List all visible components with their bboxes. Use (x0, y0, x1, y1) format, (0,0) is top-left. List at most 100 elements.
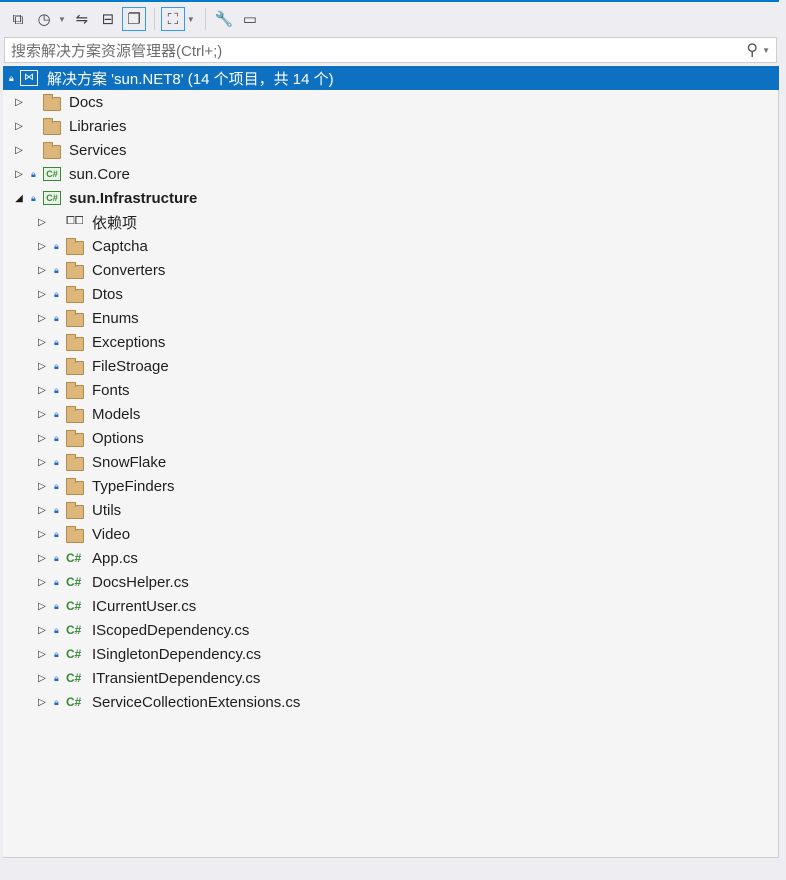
properties-button[interactable]: 🔧 (212, 7, 236, 31)
lock-icon: 🔒︎ (54, 264, 59, 275)
search-input[interactable]: 搜索解决方案资源管理器(Ctrl+;) ⚲ ▼ (4, 37, 777, 63)
collapsed-arrow-icon[interactable]: ▷ (38, 480, 46, 492)
show-all-files-button[interactable]: ❐ (121, 7, 146, 31)
tree-item-label: Options (92, 429, 144, 447)
tree-item-dependencies[interactable]: ▷⧠⧠依赖项 (3, 210, 779, 234)
lock-icon: 🔒︎ (54, 288, 59, 299)
search-options-dropdown-icon[interactable]: ▼ (762, 45, 770, 55)
chevron-down-icon[interactable]: ▼ (58, 14, 66, 24)
folder-icon (66, 430, 84, 447)
collapsed-arrow-icon[interactable]: ▷ (38, 360, 46, 372)
collapsed-arrow-icon[interactable]: ▷ (38, 648, 46, 660)
tree-item-file[interactable]: ▷🔒︎C#ICurrentUser.cs (3, 594, 779, 618)
tree-item-file[interactable]: ▷🔒︎C#ISingletonDependency.cs (3, 642, 779, 666)
folder-icon (66, 502, 84, 519)
hierarchy-icon: ⛶ (167, 10, 179, 28)
folder-icon (66, 238, 84, 255)
pending-changes-filter-button[interactable]: ◷ (32, 7, 56, 31)
collapsed-arrow-icon[interactable]: ▷ (38, 264, 46, 276)
folder-icon (43, 142, 61, 159)
collapsed-arrow-icon[interactable]: ▷ (38, 696, 46, 708)
tree-item-project[interactable]: ▷🔒︎C#sun.Core (3, 162, 779, 186)
tree-item-folder[interactable]: ▷Libraries (3, 114, 779, 138)
lock-icon: 🔒︎ (54, 624, 59, 635)
tree-item-folder[interactable]: ▷Services (3, 138, 779, 162)
tree-item-folder[interactable]: ▷ 🔒︎ Utils (3, 498, 779, 522)
lock-icon: 🔒︎ (54, 504, 59, 515)
lock-icon: 🔒︎ (54, 432, 59, 443)
tree-item-label: Models (92, 405, 141, 423)
tree-item-folder[interactable]: ▷ 🔒︎ Options (3, 426, 779, 450)
collapsed-arrow-icon[interactable]: ▷ (38, 240, 46, 252)
tree-item-folder[interactable]: ▷Docs (3, 90, 779, 114)
tree-item-folder[interactable]: ▷🔒︎TypeFinders (3, 474, 779, 498)
tree-item-folder[interactable]: ▷🔒︎Models (3, 402, 779, 426)
tree-item-label: ServiceCollectionExtensions.cs (92, 693, 301, 711)
collapsed-arrow-icon[interactable]: ▷ (38, 216, 46, 228)
preview-selected-button[interactable]: ▭ (238, 7, 262, 31)
collapsed-arrow-icon[interactable]: ▷ (38, 456, 46, 468)
csharp-file-icon: C# (66, 623, 82, 637)
collapse-all-button[interactable]: ⊟ (96, 7, 120, 31)
tree-item-folder[interactable]: ▷🔒︎Video (3, 522, 779, 546)
tree-item-folder[interactable]: ▷🔒︎Captcha (3, 234, 779, 258)
tree-item-folder[interactable]: ▷🔒︎FileStroage (3, 354, 779, 378)
collapsed-arrow-icon[interactable]: ▷ (15, 144, 23, 156)
collapsed-arrow-icon[interactable]: ▷ (38, 600, 46, 612)
tree-item-folder[interactable]: ▷🔒︎SnowFlake (3, 450, 779, 474)
folder-icon (66, 310, 84, 327)
collapsed-arrow-icon[interactable]: ▷ (38, 624, 46, 636)
collapsed-arrow-icon[interactable]: ▷ (38, 432, 46, 444)
collapsed-arrow-icon[interactable]: ▷ (15, 168, 23, 180)
tree-item-project[interactable]: ◢🔒︎C#sun.Infrastructure (3, 186, 779, 210)
tree-item-folder[interactable]: ▷🔒︎Exceptions (3, 330, 779, 354)
expanded-arrow-icon[interactable]: ◢ (15, 192, 23, 204)
switch-views-button[interactable]: ⧉ (6, 7, 30, 31)
solution-tree: 🔒︎⋈解决方案 'sun.NET8' (14 个项目，共 14 个)▷Docs▷… (3, 65, 779, 858)
tree-item-folder[interactable]: ▷🔒︎Enums (3, 306, 779, 330)
tree-item-label: App.cs (92, 549, 138, 567)
collapsed-arrow-icon[interactable]: ▷ (38, 552, 46, 564)
collapsed-arrow-icon[interactable]: ▷ (38, 288, 46, 300)
tree-item-label: Utils (92, 501, 122, 519)
folder-icon (66, 406, 84, 423)
collapsed-arrow-icon[interactable]: ▷ (38, 312, 46, 324)
search-placeholder: 搜索解决方案资源管理器(Ctrl+;) (11, 42, 223, 60)
collapsed-arrow-icon[interactable]: ▷ (15, 96, 23, 108)
tree-item-label: Exceptions (92, 333, 166, 351)
collapsed-arrow-icon[interactable]: ▷ (38, 672, 46, 684)
tree-item-solution[interactable]: 🔒︎⋈解决方案 'sun.NET8' (14 个项目，共 14 个) (3, 66, 779, 90)
folder-icon (66, 358, 84, 375)
tree-item-file[interactable]: ▷🔒︎C#IScopedDependency.cs (3, 618, 779, 642)
tree-item-folder[interactable]: ▷🔒︎Dtos (3, 282, 779, 306)
tree-item-folder[interactable]: ▷🔒︎Converters (3, 258, 779, 282)
csharp-file-icon: C# (66, 551, 82, 565)
collapsed-arrow-icon[interactable]: ▷ (38, 576, 46, 588)
panel-accent-line (0, 0, 779, 2)
collapsed-arrow-icon[interactable]: ▷ (38, 408, 46, 420)
tree-item-label: Fonts (92, 381, 130, 399)
sync-active-document-button[interactable]: ⇋ (70, 7, 94, 31)
tree-item-label: Video (92, 525, 131, 543)
folder-icon (66, 334, 84, 351)
tree-item-file[interactable]: ▷🔒︎C#App.cs (3, 546, 779, 570)
tree-item-file[interactable]: ▷🔒︎C#DocsHelper.cs (3, 570, 779, 594)
csharp-project-icon: C# (43, 167, 61, 181)
csharp-file-icon: C# (66, 599, 82, 613)
collapsed-arrow-icon[interactable]: ▷ (15, 120, 23, 132)
collapsed-arrow-icon[interactable]: ▷ (38, 504, 46, 516)
vs-icon: ⧉ (12, 10, 24, 28)
tree-item-file[interactable]: ▷🔒︎C#ServiceCollectionExtensions.cs (3, 690, 779, 714)
lock-icon: 🔒︎ (31, 168, 36, 179)
collapsed-arrow-icon[interactable]: ▷ (38, 336, 46, 348)
tree-item-folder[interactable]: ▷🔒︎Fonts (3, 378, 779, 402)
folder-icon (43, 118, 61, 135)
collapsed-arrow-icon[interactable]: ▷ (38, 528, 46, 540)
lock-icon: 🔒︎ (54, 576, 59, 587)
view-class-diagram-button[interactable]: ⛶ (160, 7, 185, 31)
chevron-down-icon[interactable]: ▼ (186, 14, 195, 24)
search-icon[interactable]: ⚲ (746, 42, 759, 59)
collapsed-arrow-icon[interactable]: ▷ (38, 384, 46, 396)
tree-item-file[interactable]: ▷🔒︎C#ITransientDependency.cs (3, 666, 779, 690)
tree-item-label: ITransientDependency.cs (92, 669, 261, 687)
